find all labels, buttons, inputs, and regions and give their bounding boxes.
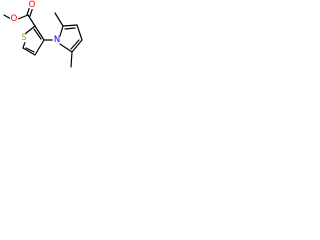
bond-c5-c4 xyxy=(22,47,36,56)
bond-c3p-c4p xyxy=(76,24,83,41)
bond-carbonyl-ring xyxy=(27,14,36,27)
bond-c5-c4-inner xyxy=(25,47,35,53)
molecule-structure: O O S N xyxy=(3,0,83,68)
bond-methyl-o xyxy=(3,14,12,20)
bond-o-carbonyl xyxy=(17,14,29,20)
bond-n-c2p xyxy=(59,25,64,37)
atom-labels: O O S N xyxy=(9,0,62,45)
bond-c2p-methyl xyxy=(54,12,64,27)
bond-s-c5 xyxy=(22,41,26,49)
bond-c2p-c3p xyxy=(62,24,78,27)
bond-c3-c2 xyxy=(34,25,45,41)
bonds xyxy=(3,5,83,68)
atom-thiophene-sulfur: S xyxy=(21,33,26,43)
bond-c4p-c5p-inner xyxy=(70,39,80,50)
atom-pyrrole-nitrogen: N xyxy=(54,35,60,45)
atom-carbonyl-oxygen: O xyxy=(29,0,36,10)
bond-c2-s xyxy=(24,25,36,35)
bond-c5p-n xyxy=(59,43,73,53)
bond-c3-c2-inner xyxy=(33,28,42,40)
atom-ester-oxygen: O xyxy=(11,14,18,24)
bond-c4p-c5p xyxy=(71,39,83,53)
bond-c4-c3 xyxy=(34,39,45,56)
bond-c2p-c3p-inner xyxy=(64,27,76,30)
bond-c5p-methyl xyxy=(70,51,73,68)
